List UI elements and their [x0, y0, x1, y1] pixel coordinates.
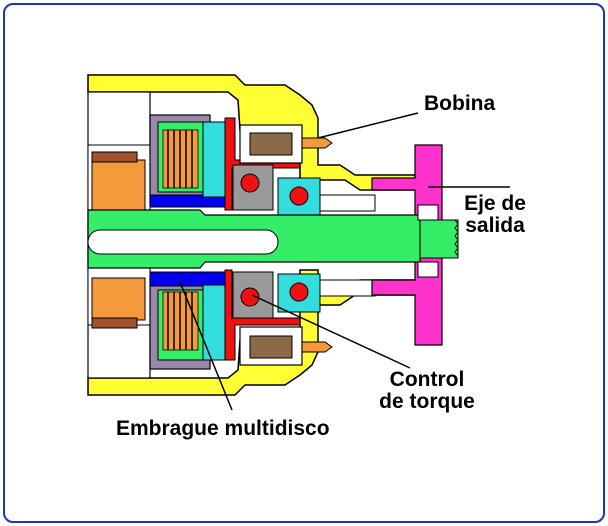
cyan-plate-upper: [202, 121, 226, 198]
shaft-thread-marks: [454, 219, 459, 257]
armature-lower: [224, 269, 301, 361]
coil-terminal-upper: [301, 137, 333, 149]
clutch-plates-upper: [162, 129, 199, 189]
armature-upper: [224, 117, 301, 211]
clutch-blue-lower: [149, 271, 231, 287]
label-output-shaft-line1: Eje de: [464, 192, 526, 215]
coil-upper: [249, 132, 293, 156]
output-hub: [371, 144, 443, 346]
orange-part-lower: [91, 277, 146, 321]
shaft-threaded-end: [419, 219, 459, 259]
label-torque-control: Control de torque: [370, 369, 484, 413]
shaft-nut-upper: [417, 204, 439, 221]
brown-cap-lower: [91, 317, 138, 329]
coil-terminal-lower: [301, 341, 333, 353]
label-clutch: Embrague multidisco: [116, 417, 330, 440]
torque-ball-upper: [240, 173, 260, 193]
seal-upper: [319, 194, 376, 212]
leader-clutch: [179, 281, 233, 411]
label-coil: Bobina: [424, 92, 496, 115]
leader-coil: [317, 112, 419, 139]
label-torque-line2: de torque: [379, 390, 475, 413]
label-output-shaft: Eje de salida: [456, 193, 534, 237]
coil-lower: [249, 335, 293, 359]
bearing-ball-lower: [289, 282, 309, 302]
cyan-plate-lower: [202, 284, 226, 361]
shaft-nut-lower: [417, 261, 439, 278]
label-torque-line1: Control: [389, 368, 465, 391]
brown-cap-upper: [91, 151, 138, 163]
bearing-ball-upper: [289, 186, 309, 206]
label-output-shaft-line2: salida: [465, 214, 525, 237]
orange-part-upper: [91, 159, 146, 211]
shaft-bore: [87, 229, 279, 255]
seal-lower: [319, 279, 376, 297]
leader-torque-1: [251, 294, 411, 369]
clutch-plates-lower: [162, 291, 199, 351]
torque-ball-lower: [240, 287, 260, 307]
